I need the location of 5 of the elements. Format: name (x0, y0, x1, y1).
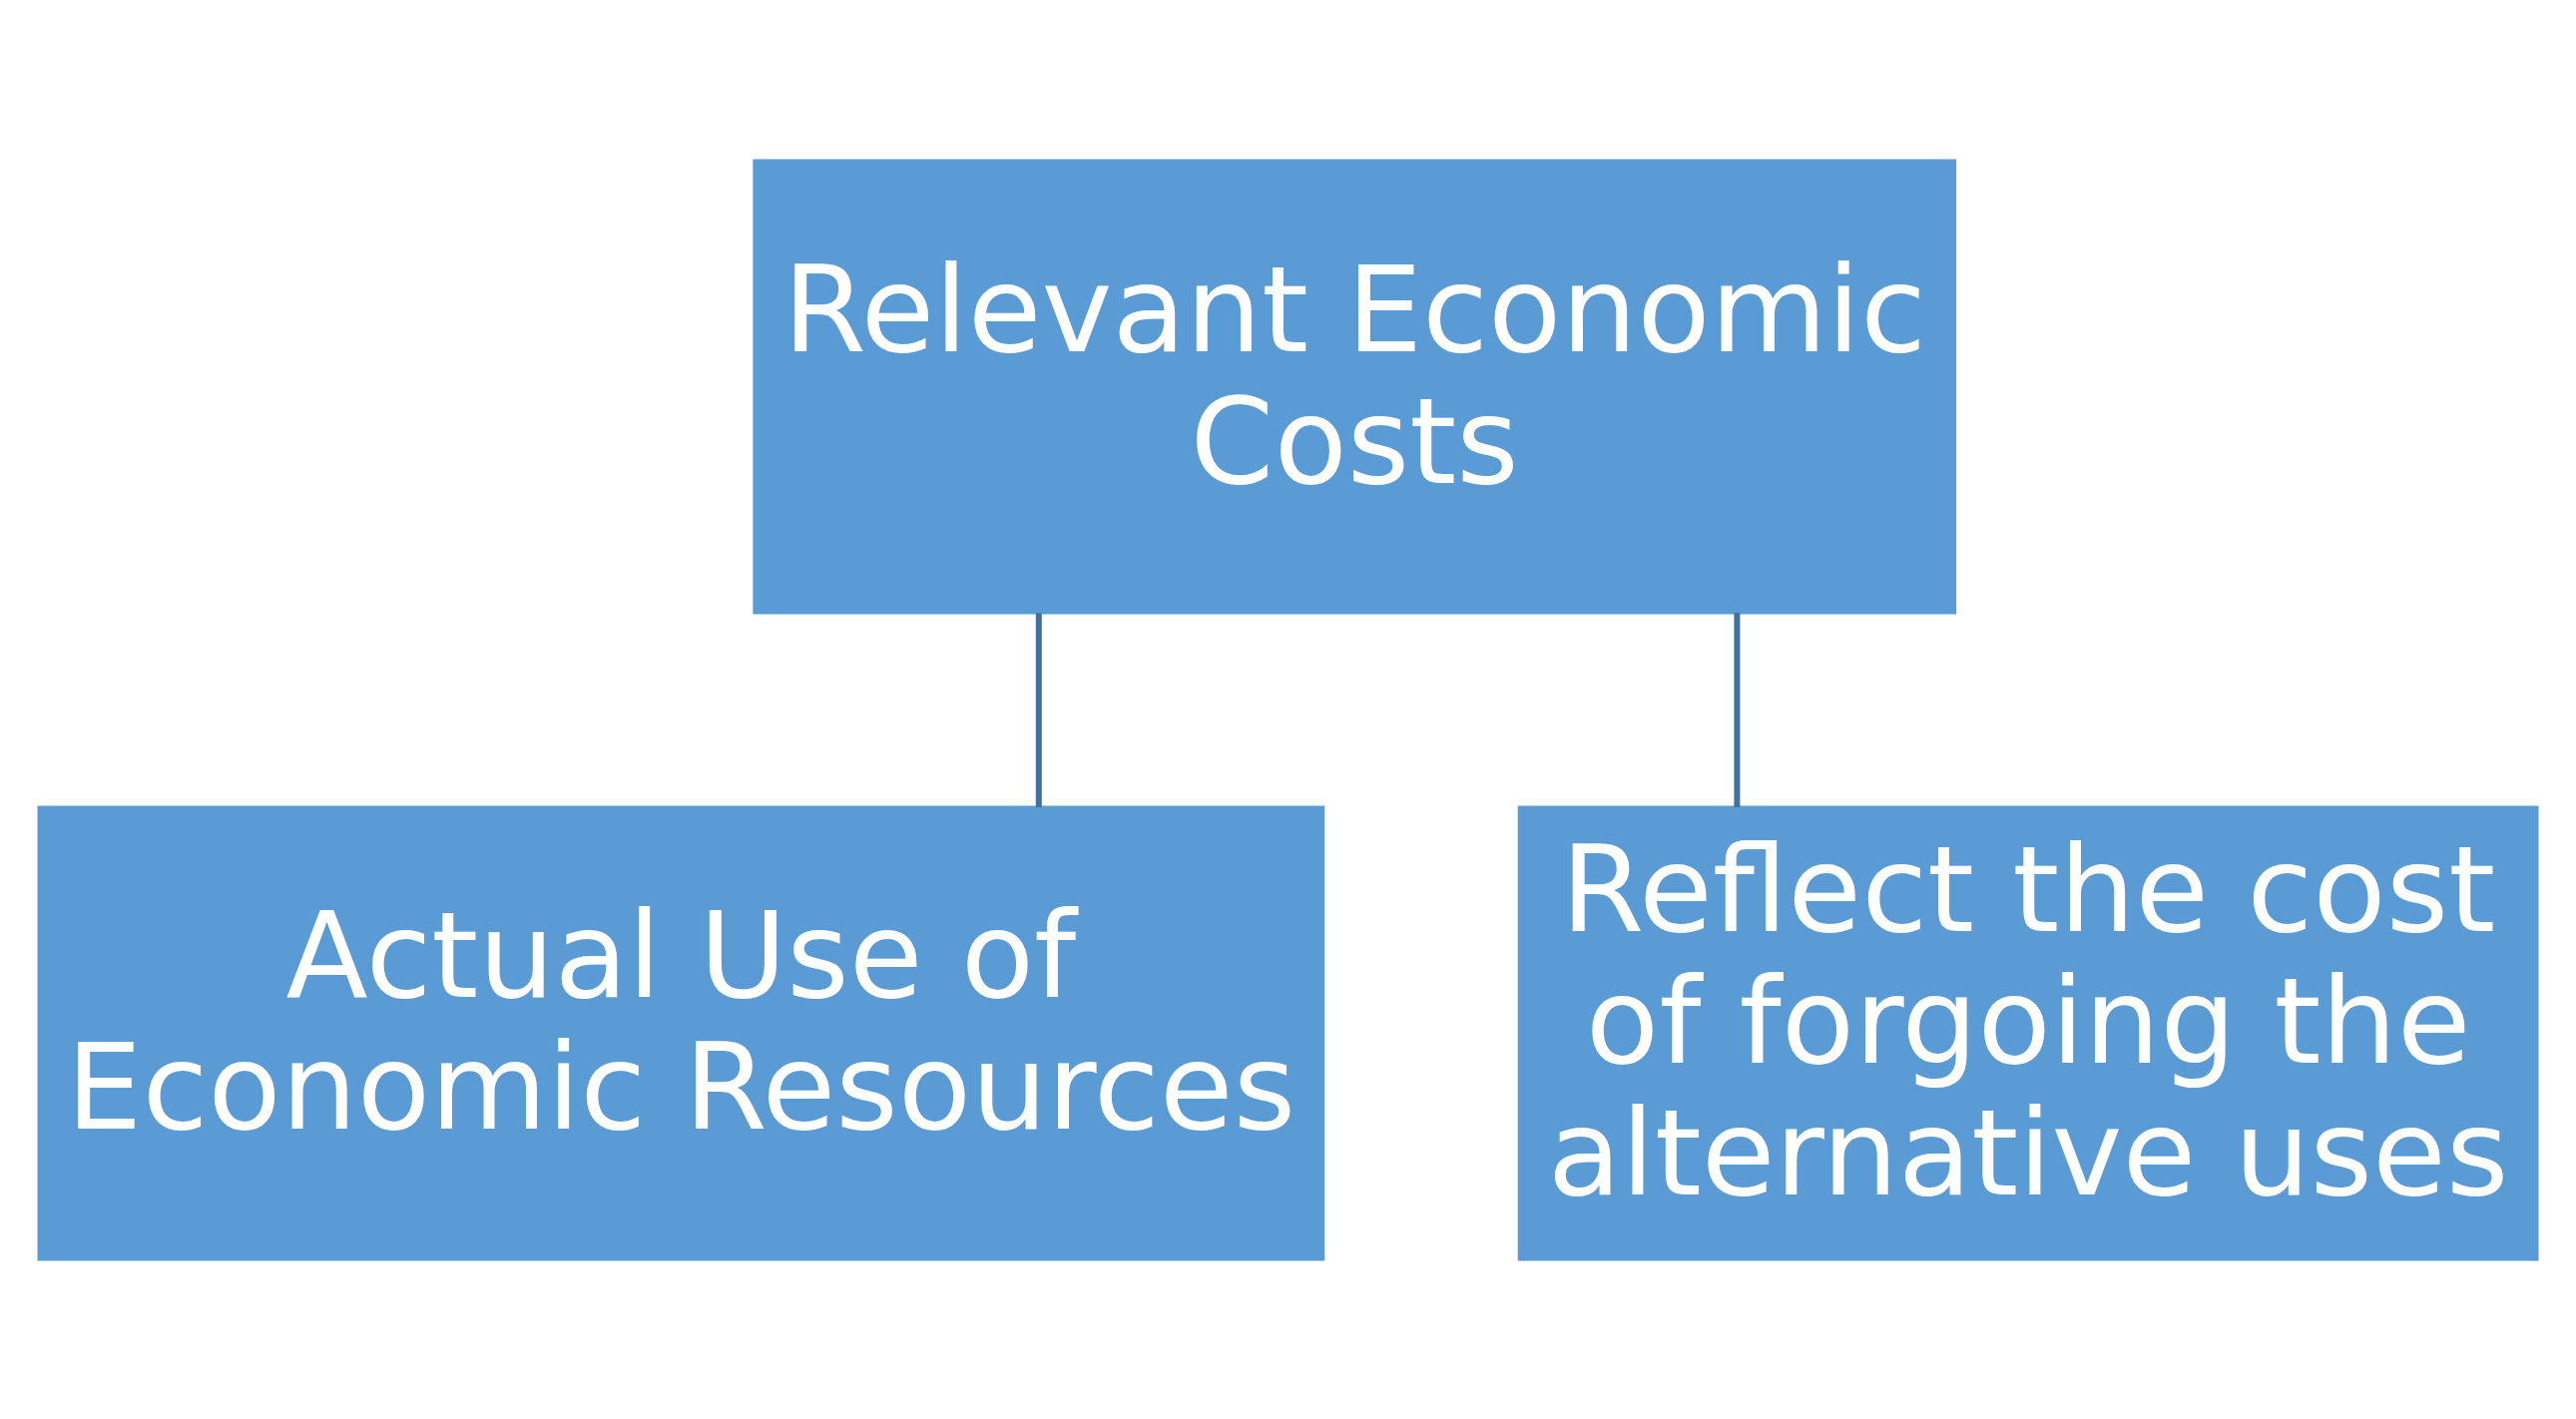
connector (1035, 612, 1042, 807)
node-box: Actual Use of Economic Resources (37, 805, 1325, 1260)
node-box: Reflect the cost of forgoing the alternative uses (1517, 805, 2539, 1260)
connector (1734, 612, 1741, 807)
node-box: Relevant Economic Costs (753, 159, 1957, 614)
